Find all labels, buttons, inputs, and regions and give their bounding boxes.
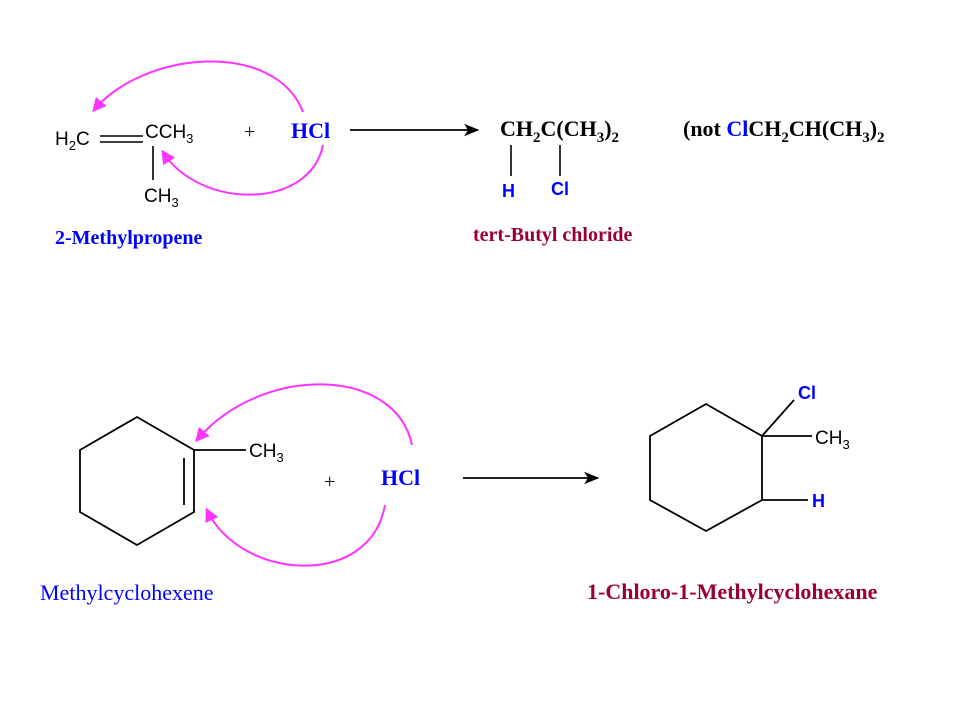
product-name-tert-butyl-chloride: tert-Butyl chloride [473,224,633,246]
reactant-methylcyclohexene: CH3 Methylcyclohexene [40,415,284,605]
methyl-label: CH3 [144,186,179,210]
cch3-group-label: CCH3 [145,122,193,146]
reactant-name-methylcyclohexene: Methylcyclohexene [40,580,214,605]
anti-markovnikov-note: (not ClCH2CH(CH3)2 [683,116,885,146]
cl-bond-2 [761,399,795,437]
plus-sign-2: + [324,471,335,493]
product-h-label-1: H [502,181,515,201]
h2c-group-label: H2C [55,129,90,153]
reaction-1: H2C CCH3 CH3 2-Methylpropene + HCl CH2C(… [55,60,885,249]
cyclohexene-ring [79,415,195,547]
product-tert-butyl-chloride: CH2C(CH3)2 H Cl tert-Butyl chloride [473,116,633,246]
product-cl-label-1: Cl [551,179,569,199]
curved-arrow-to-alkene [92,60,304,113]
cyclohexane-ring [649,402,763,533]
curved-arrow-to-ring-carbon [205,504,386,567]
product-cl-label-2: Cl [798,383,816,403]
reactant-name-2-methylpropene: 2-Methylpropene [55,227,203,249]
product-name-chloromethylcyclohexane: 1-Chloro-1-Methylcyclohexane [587,579,878,604]
reagent-hcl-1: HCl [291,118,330,143]
plus-sign-1: + [244,121,255,143]
methyl-label-2: CH3 [249,441,284,465]
curved-arrow-to-ring-bond [195,383,413,446]
reactant-2-methylpropene: H2C CCH3 CH3 2-Methylpropene [55,122,203,249]
methyl-label-3: CH3 [815,428,850,452]
curved-arrow-to-carbon [161,144,324,196]
reaction-2: CH3 Methylcyclohexene + HCl Cl CH3 H 1-C… [40,383,878,605]
product-h-label-2: H [812,491,825,511]
reagent-hcl-2: HCl [381,465,420,490]
product-chloromethylcyclohexane: Cl CH3 H 1-Chloro-1-Methylcyclohexane [587,383,878,604]
product-formula-1: CH2C(CH3)2 [500,116,619,146]
